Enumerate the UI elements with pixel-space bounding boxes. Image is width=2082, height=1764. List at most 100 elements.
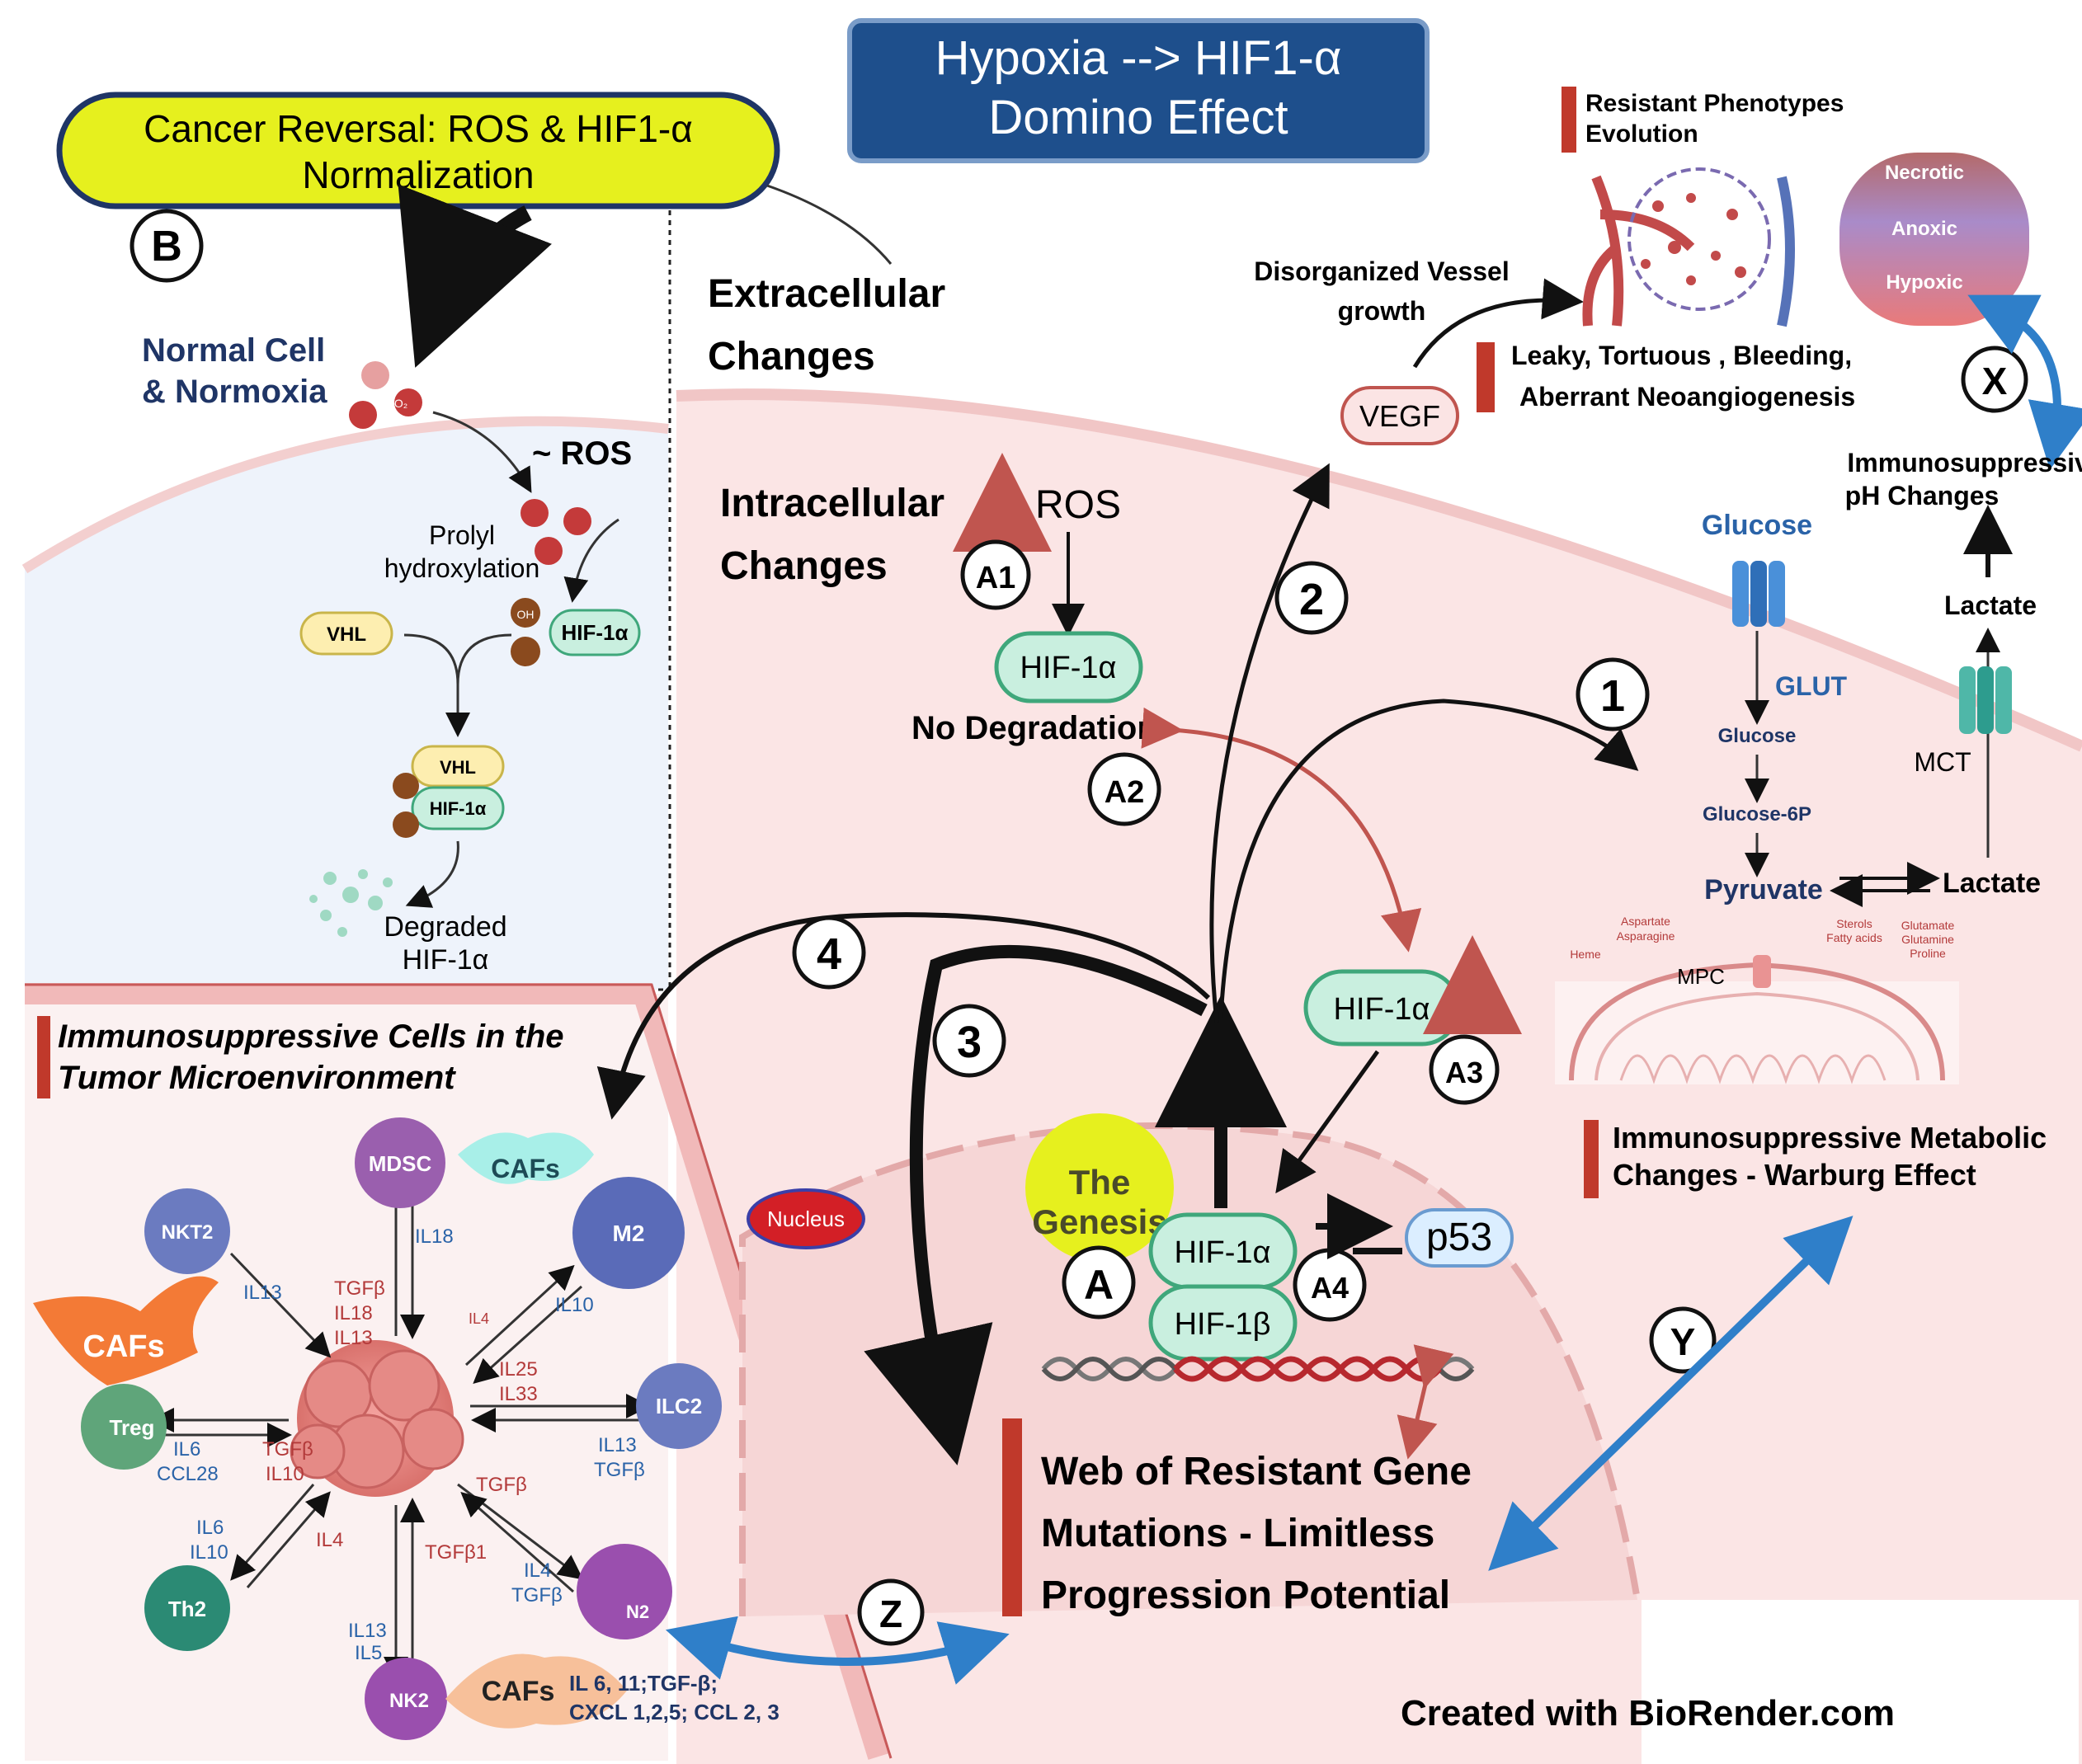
badge-a1 xyxy=(960,539,1031,610)
badge-x-label: X xyxy=(1982,360,2008,402)
genesis-line2: Genesis xyxy=(1032,1202,1166,1241)
cyt-il13c: IL13 xyxy=(598,1434,637,1456)
cyt-tgfb-e: TGFβ xyxy=(476,1474,527,1496)
badge-4-label: 4 xyxy=(817,929,841,979)
credit-label: Created with BioRender.com xyxy=(1401,1693,1895,1733)
cell-m2 xyxy=(572,1177,685,1289)
oxygen-molecules-group xyxy=(349,361,591,565)
cyt-il4c: IL4 xyxy=(524,1559,551,1582)
badge-b-label: B xyxy=(151,223,182,270)
badge-4 xyxy=(792,915,866,990)
resistant-line1: Resistant Phenotypes xyxy=(1585,90,1844,117)
title-line1: Hypoxia --> HIF1-α xyxy=(935,31,1342,85)
cyt-il25: IL25 xyxy=(499,1358,538,1381)
badge-1-label: 1 xyxy=(1600,671,1625,721)
pathway-4-arrow xyxy=(596,912,1211,1120)
cell-nkt2 xyxy=(144,1188,230,1274)
nucleus-badge xyxy=(747,1188,865,1249)
pathway-1-arrow xyxy=(1218,699,1639,1019)
cyt-il10a: IL10 xyxy=(555,1294,594,1316)
cell-cafs-bottom xyxy=(445,1653,627,1729)
oh-group-icon xyxy=(511,598,540,628)
title-box xyxy=(847,18,1430,163)
cell-cafs-left-label: CAFs xyxy=(82,1329,164,1364)
mitochondrion-icon xyxy=(1555,955,1959,1084)
hif-beta-dimer-label: HIF-1β xyxy=(1175,1307,1271,1342)
ros-label: ROS xyxy=(1035,483,1121,527)
badge-a4-label: A4 xyxy=(1311,1271,1349,1305)
lactate-label: Lactate xyxy=(1943,868,2041,899)
sterols-label: Sterols xyxy=(1836,917,1872,930)
cyt-il6b: IL6 xyxy=(196,1517,224,1539)
glutamine-label: Glutamine xyxy=(1901,933,1954,946)
cell-nk2-label: NK2 xyxy=(389,1690,429,1712)
normal-cell-membrane xyxy=(21,416,669,574)
x-bidirectional-arrow xyxy=(1967,294,2082,470)
hif-label-normal: HIF-1α xyxy=(562,620,629,645)
badge-3-label: 3 xyxy=(957,1018,982,1067)
hif-to-nucleus-arrow xyxy=(1275,1050,1380,1194)
cyt-caf-list2: CXCL 1,2,5; CCL 2, 3 xyxy=(569,1700,780,1724)
cyt-il10b: IL10 xyxy=(266,1463,304,1485)
badge-a3 xyxy=(1429,1034,1500,1105)
web-line2: Mutations - Limitless xyxy=(1041,1512,1434,1555)
web-line1: Web of Resistant Gene xyxy=(1041,1450,1472,1494)
o2-molecule xyxy=(349,401,377,429)
cell-ilc2-label: ILC2 xyxy=(656,1394,702,1418)
title-line2: Domino Effect xyxy=(988,91,1288,144)
extracellular-line1: Extracellular xyxy=(708,272,945,316)
vhl-label-bound: VHL xyxy=(440,757,476,778)
web-line3: Progression Potential xyxy=(1041,1573,1450,1617)
y-bidirectional-arrow xyxy=(1488,1216,1854,1571)
nucleus-label: Nucleus xyxy=(767,1207,845,1231)
prolyl-label2: hydroxylation xyxy=(384,553,540,583)
disorganized-line1: Disorganized Vessel xyxy=(1254,256,1509,286)
cell-ilc2 xyxy=(636,1363,722,1449)
anoxic-label: Anoxic xyxy=(1891,218,1957,240)
cyt-tgfb-c: TGFβ xyxy=(594,1459,645,1481)
cyt-il13a: IL13 xyxy=(243,1282,282,1304)
o2-molecule xyxy=(394,388,422,416)
cyt-il4b: IL4 xyxy=(316,1529,343,1551)
cyt-il13d: IL13 xyxy=(348,1620,387,1642)
mct-label: MCT xyxy=(1914,747,1971,777)
badge-b xyxy=(130,209,204,283)
badge-a2-label: A2 xyxy=(1105,775,1145,810)
cyt-tgfb-block: TGFβ xyxy=(334,1277,385,1300)
cell-treg xyxy=(81,1384,167,1470)
vegf-pill xyxy=(1340,386,1459,445)
cyt-il18: IL18 xyxy=(415,1225,454,1248)
cyt-il13b: IL13 xyxy=(334,1327,373,1349)
heme-label: Heme xyxy=(1570,948,1601,961)
hif-pill-bound xyxy=(411,786,505,830)
badge-a-label: A xyxy=(1084,1262,1114,1308)
cell-mdsc-label: MDSC xyxy=(369,1151,432,1176)
normal-cell-label2: & Normoxia xyxy=(142,374,327,410)
cyt-tgfb-d: TGFβ xyxy=(262,1438,313,1461)
normal-cell-label1: Normal Cell xyxy=(142,332,325,369)
cell-th2 xyxy=(144,1565,230,1651)
cell-n2 xyxy=(577,1544,672,1639)
reversal-arrow xyxy=(398,184,552,368)
cyt-tgfb1: TGFβ1 xyxy=(425,1541,487,1564)
extracellular-line2: Changes xyxy=(708,335,875,379)
cell-n2-label: N2 xyxy=(626,1602,649,1622)
o2-ros-arrow xyxy=(432,411,532,493)
degradation-feedback-arrow xyxy=(1141,707,1422,953)
leaky-accent-bar xyxy=(1477,342,1495,412)
tme-line2: Tumor Microenvironment xyxy=(58,1060,456,1096)
hydroxylation-arrow xyxy=(563,518,619,603)
z-bidirectional-arrow xyxy=(665,1616,1010,1685)
badge-y-label: Y xyxy=(1670,1320,1696,1363)
cell-nk2 xyxy=(365,1658,447,1740)
web-accent-bar xyxy=(1002,1418,1022,1616)
warburg-accent-bar xyxy=(1584,1120,1599,1198)
badge-a1-label: A1 xyxy=(976,561,1016,595)
degraded-label2: HIF-1α xyxy=(403,944,489,976)
hif-pill-top xyxy=(994,631,1143,703)
resistant-line2: Evolution xyxy=(1585,120,1698,148)
genesis-circle xyxy=(1025,1113,1174,1262)
tme-accent-bar xyxy=(37,1016,50,1098)
intracellular-line2: Changes xyxy=(720,544,888,588)
